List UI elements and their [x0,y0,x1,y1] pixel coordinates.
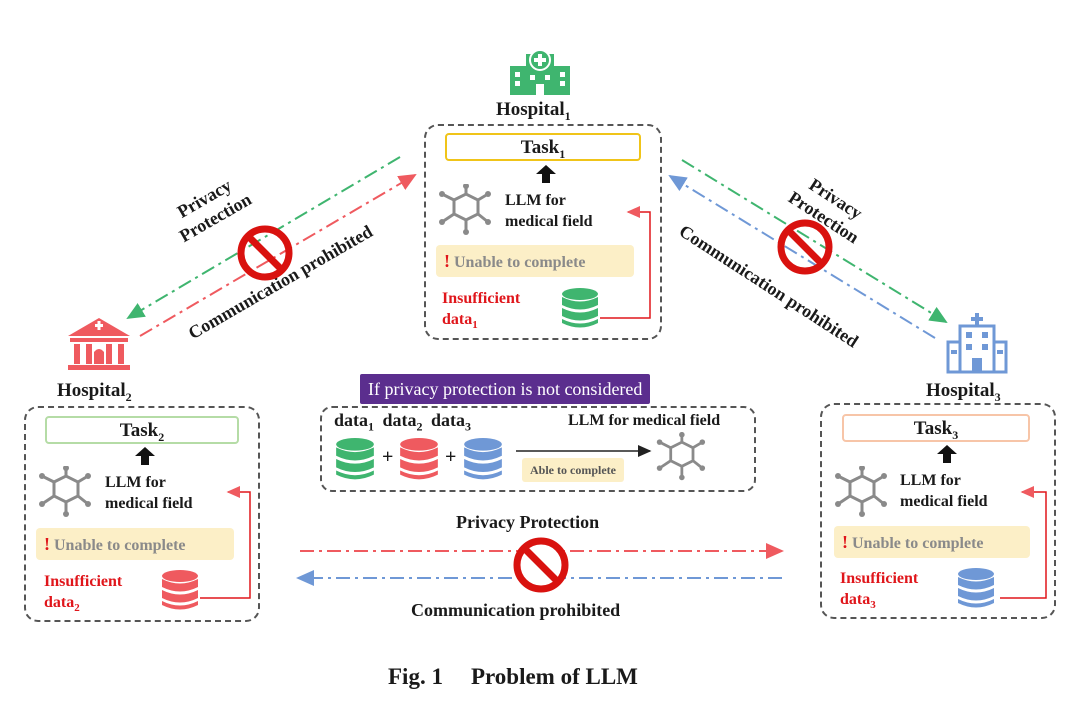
plus-sign: + [382,446,394,468]
h3-feedback-arrow [1000,486,1047,599]
right-blue-arrow [668,174,936,339]
insufficient1-label: Insufficient data1 [442,290,521,332]
arrow-up-icon [536,165,556,183]
hospital1-panel [424,124,662,340]
molecule-icon [39,466,91,517]
molecule-icon [835,466,887,517]
hospital3-panel [820,403,1056,619]
hospital3-label: Hospital3 [926,380,1001,404]
exclamation-icon: ! [842,532,848,552]
hospital-icon [510,49,570,95]
database-icon [464,438,502,480]
hospital1-label: Hospital1 [496,99,571,123]
bottom-prohibited-label: Communication prohibited [411,600,621,620]
no-entry-icon [777,219,833,275]
able-badge: Able to complete [522,458,624,482]
center-llm-label: LLM for medical field [568,412,721,429]
plus-sign: + [445,446,457,468]
exclamation-icon: ! [444,251,450,271]
unable1-badge: !Unable to complete [436,245,634,277]
insufficient3-label: Insufficient data3 [840,570,919,612]
center-panel [320,406,756,492]
database-icon [162,570,198,610]
h2-feedback-arrow [200,486,251,599]
hospital-icon [68,318,130,370]
no-entry-icon [237,225,293,281]
hospital-icon [946,313,1008,374]
database-icon [562,288,598,328]
arrow-up-icon [135,447,155,465]
left-green-arrow [126,156,401,320]
bottom-privacy-label: Privacy Protection [456,512,600,532]
task3-box: Task3 [842,414,1030,442]
hospital2-label: Hospital2 [57,380,132,404]
right-green-arrow [681,159,948,324]
task2-box: Task2 [45,416,239,444]
database-icon [400,438,438,480]
exclamation-icon: ! [44,534,50,554]
molecule-icon [656,432,706,481]
unable3-badge: !Unable to complete [834,526,1030,558]
h1-feedback-arrow [600,206,651,319]
no-entry-icon [513,537,569,593]
arrow-up-icon [937,445,957,463]
database-icon [958,568,994,608]
insufficient2-label: Insufficient data2 [44,573,123,615]
unable2-badge: !Unable to complete [36,528,234,560]
hospital2-panel [24,406,260,622]
molecule-icon [439,184,491,235]
task1-box: Task1 [445,133,641,161]
database-icon [336,438,374,480]
center-data-labels: data1 data2 data3 [334,410,472,434]
no-privacy-banner: If privacy protection is not considered [360,374,651,404]
